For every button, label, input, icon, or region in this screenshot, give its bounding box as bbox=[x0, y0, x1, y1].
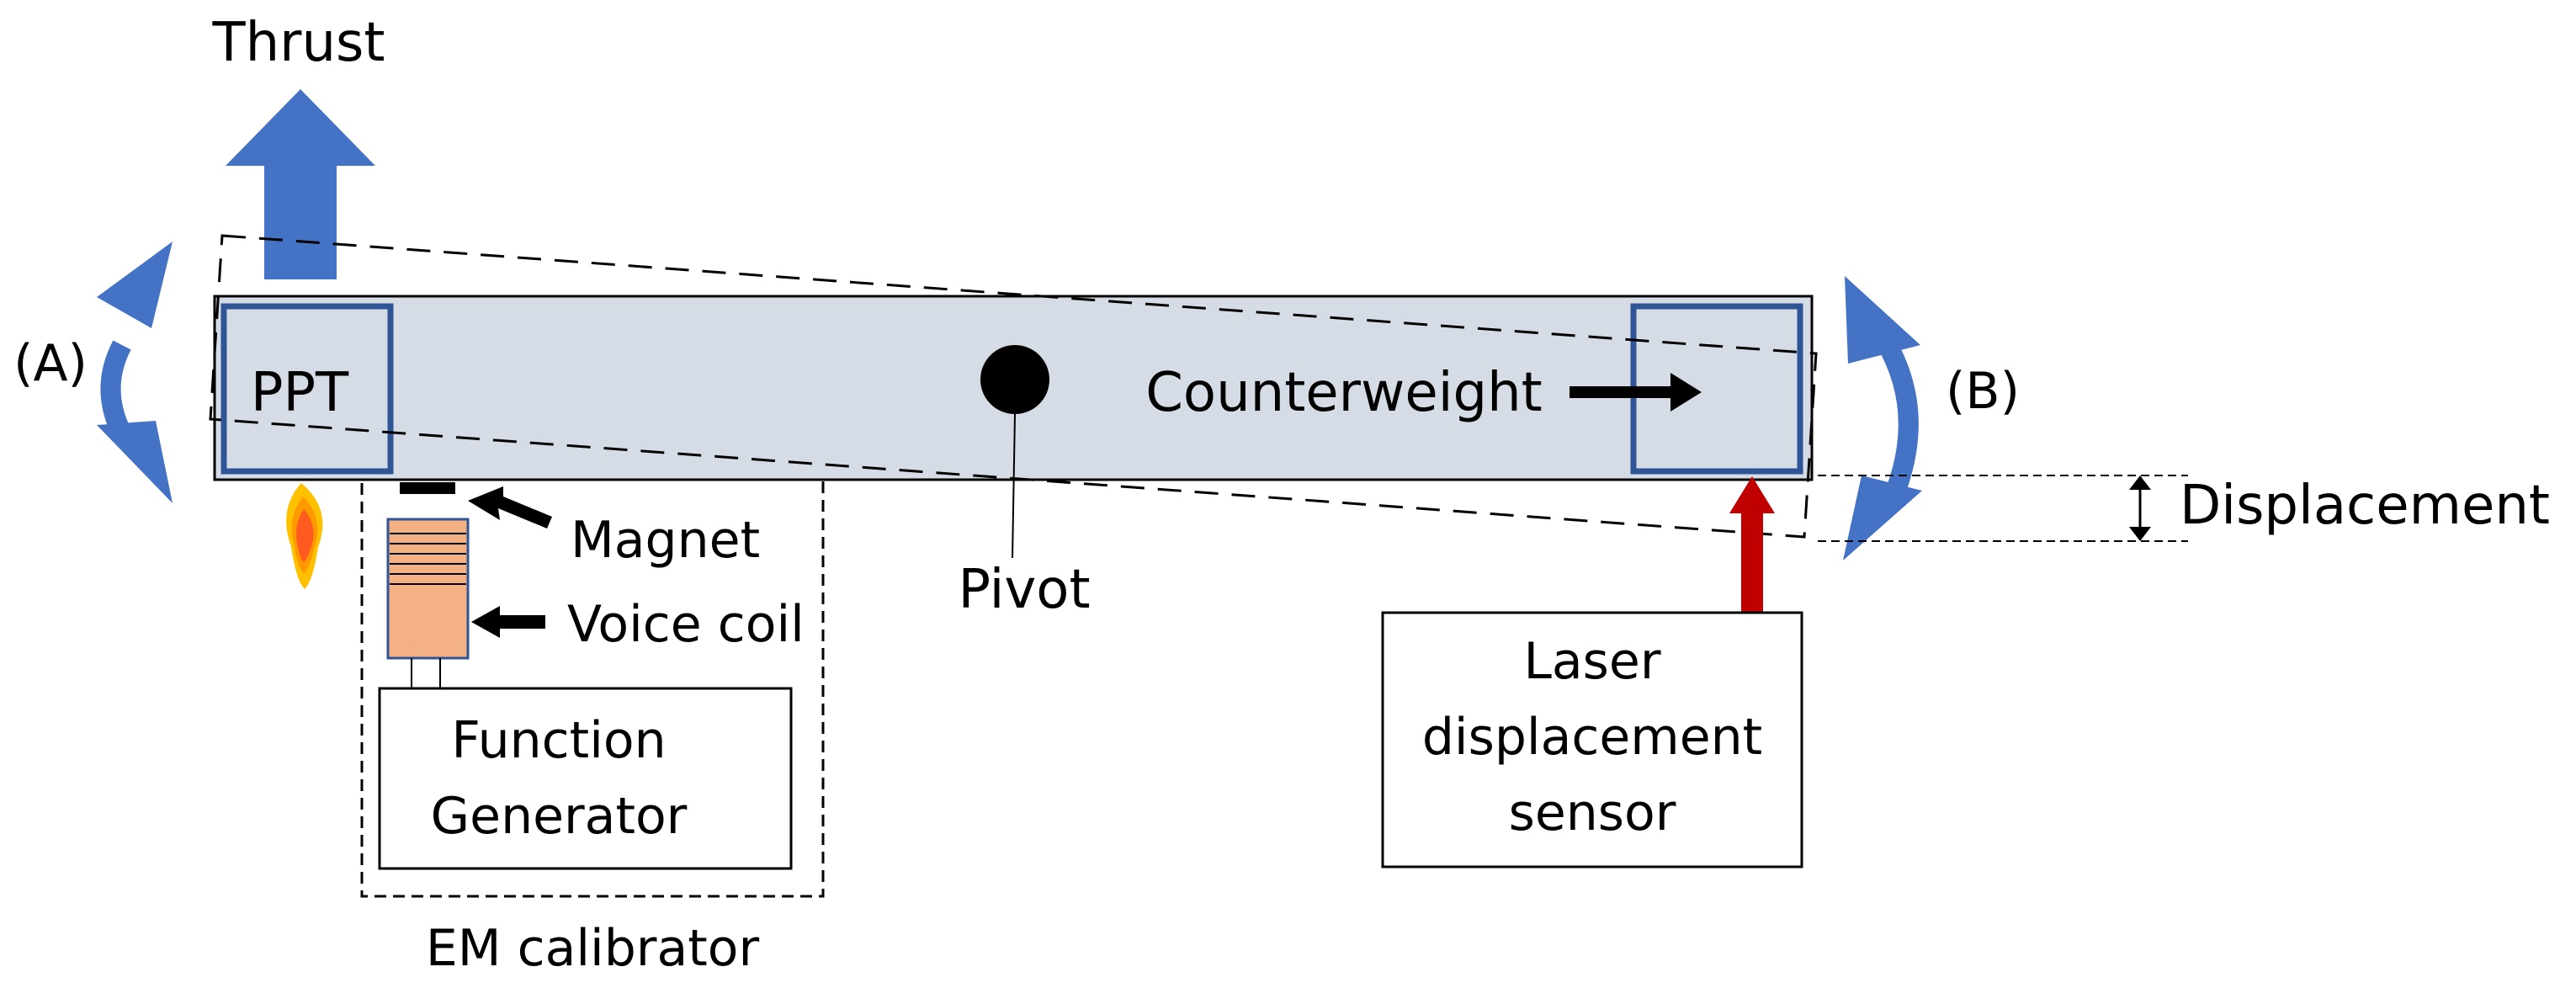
displacement-arrow-icon bbox=[2129, 475, 2151, 541]
ppt-label: PPT bbox=[251, 362, 349, 424]
displacement-label: Displacement bbox=[2180, 475, 2550, 537]
pivot-label: Pivot bbox=[958, 559, 1090, 621]
magnet bbox=[400, 482, 455, 494]
em-calibrator-box bbox=[360, 478, 825, 898]
rotation-a-icon bbox=[97, 242, 173, 503]
em-calibrator-label: EM calibrator bbox=[426, 919, 760, 978]
pivot-point bbox=[980, 345, 1049, 414]
thrust-label: Thrust bbox=[212, 12, 385, 74]
ppt-box bbox=[220, 303, 394, 475]
rotation-b-icon bbox=[1843, 276, 1922, 560]
function-generator-label-1: Function bbox=[451, 711, 666, 770]
pivot-leader-line bbox=[1012, 413, 1016, 559]
laser-sensor-label-1: Laser bbox=[1523, 632, 1660, 691]
counterweight-label: Counterweight bbox=[1145, 362, 1543, 424]
counterweight-arrow-icon bbox=[1570, 373, 1702, 412]
laser-sensor-label-2: displacement bbox=[1422, 708, 1762, 767]
thrust-arrow-icon bbox=[226, 89, 375, 279]
laser-sensor-box bbox=[1381, 611, 1803, 868]
rotation-a-label: (A) bbox=[13, 334, 88, 393]
deflected-arm-outline bbox=[209, 234, 1818, 539]
function-generator-label-2: Generator bbox=[431, 787, 688, 846]
magnet-arrow-icon bbox=[468, 486, 552, 529]
function-generator-box bbox=[378, 687, 793, 870]
voice-coil bbox=[386, 518, 470, 688]
voice-coil-arrow-icon bbox=[471, 606, 545, 638]
plume-icon bbox=[286, 483, 323, 589]
rotation-b-label: (B) bbox=[1946, 362, 2020, 421]
laser-sensor-label-3: sensor bbox=[1509, 783, 1676, 842]
laser-beam-arrow-icon bbox=[1729, 476, 1775, 613]
magnet-label: Magnet bbox=[571, 511, 760, 570]
voice-coil-label: Voice coil bbox=[567, 595, 805, 654]
